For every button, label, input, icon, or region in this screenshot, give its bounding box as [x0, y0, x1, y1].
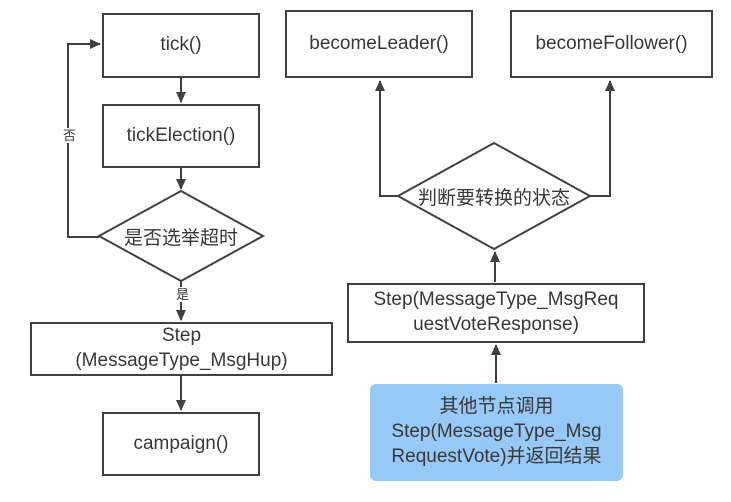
edge-decision-to-becomefollower	[590, 80, 615, 197]
edge-label-yes: 是	[174, 287, 191, 302]
node-become-follower: becomeFollower()	[510, 10, 713, 78]
node-tick-election: tickElection()	[102, 104, 260, 168]
node-become-leader: becomeLeader()	[285, 10, 473, 78]
edge-decision-to-becomeleader	[375, 80, 398, 197]
note-other-nodes-call: 其他节点调用 Step(MessageType_Msg RequestVote)…	[370, 384, 623, 481]
node-step-msgrequestvoteresponse: Step(MessageType_MsgReq uestVoteResponse…	[347, 283, 645, 343]
edge-label-no: 否	[61, 128, 78, 143]
state-transition-decision-shape	[395, 141, 593, 251]
node-step-msghup: Step (MessageType_MsgHup)	[30, 322, 333, 376]
node-tick: tick()	[102, 13, 260, 78]
node-campaign: campaign()	[102, 412, 260, 476]
election-timeout-decision-shape	[96, 189, 266, 283]
